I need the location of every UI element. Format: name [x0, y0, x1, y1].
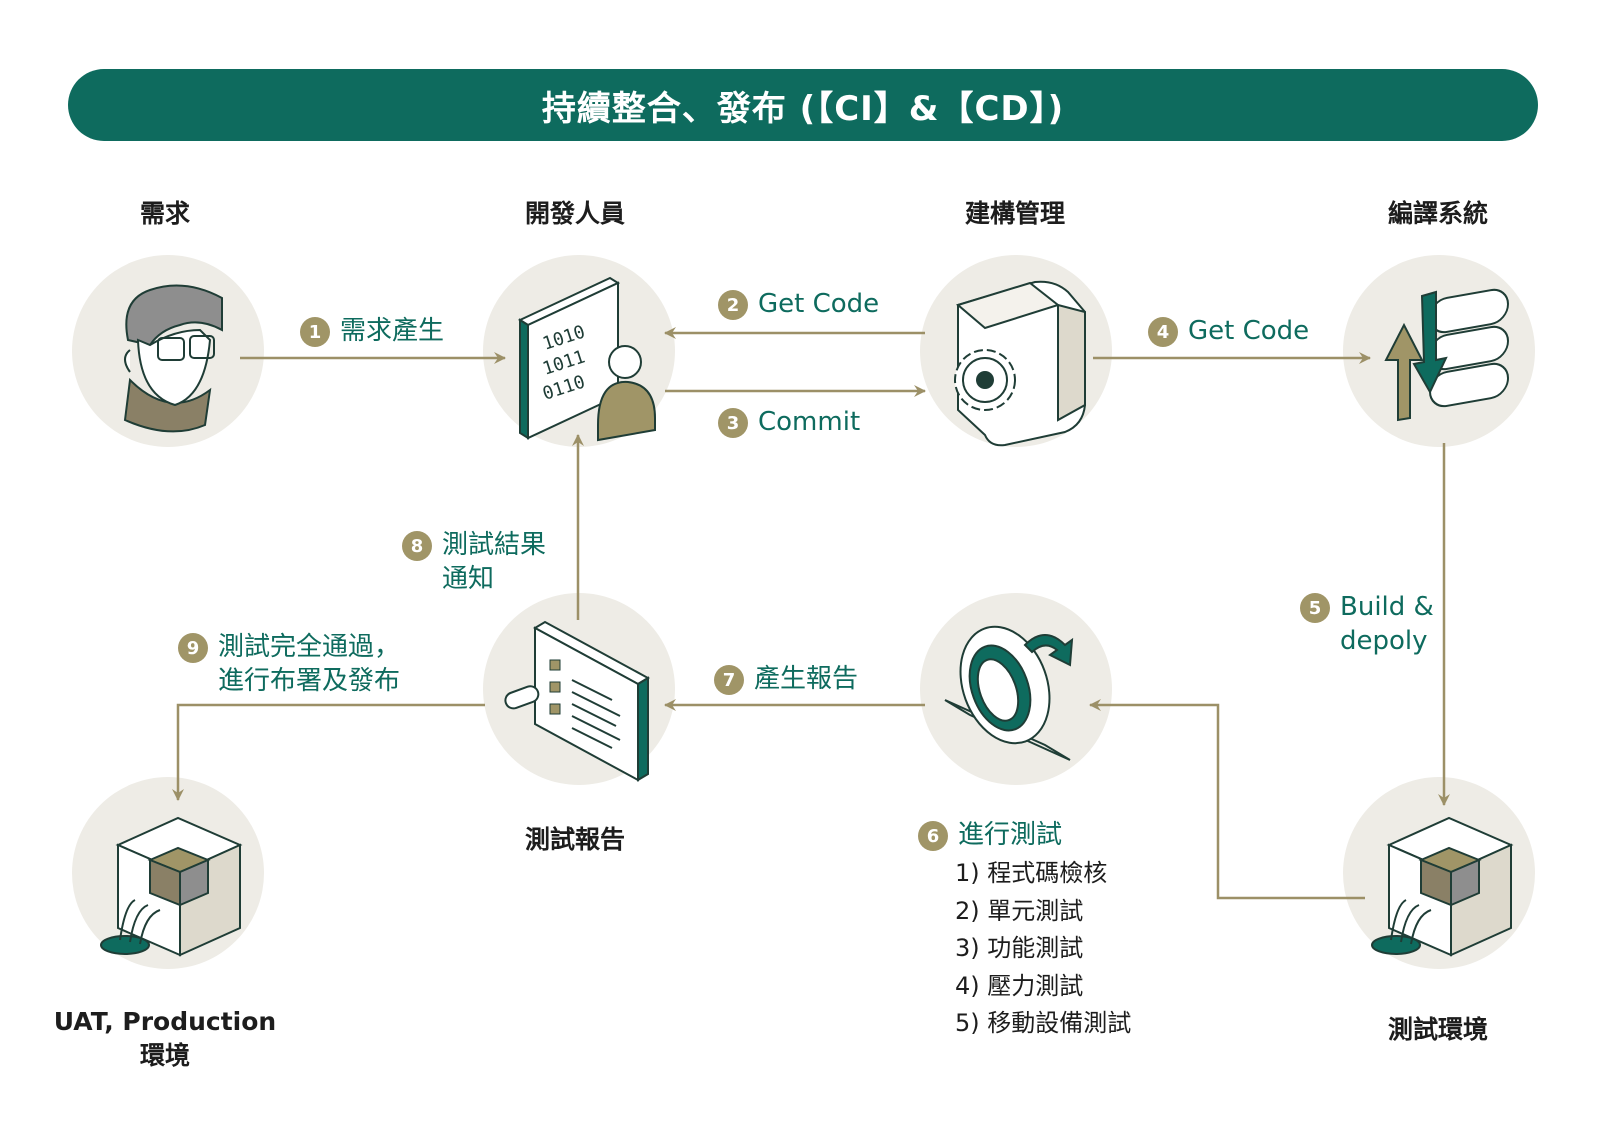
step-2-number: 2	[718, 290, 748, 320]
step-5-label: Build & depoly	[1340, 592, 1434, 656]
arrow-testenv-to-tests	[1089, 699, 1365, 900]
arrow-report-to-uat	[172, 703, 485, 801]
test-items-list: 1) 程式碼檢核 2) 單元測試 3) 功能測試 4) 壓力測試 5) 移動設備…	[955, 855, 1131, 1043]
step-1-number: 1	[300, 317, 330, 347]
step-7: 7 產生報告	[714, 662, 858, 696]
heading-build-management: 建構管理	[964, 199, 1065, 228]
step-4-label: Get Code	[1188, 316, 1310, 346]
step-2-label: Get Code	[758, 289, 880, 319]
step-8: 8 測試結果 通知	[402, 528, 546, 596]
step-7-label: 產生報告	[754, 664, 859, 694]
server-box-icon-test-env	[1371, 816, 1514, 957]
server-box-icon-uat	[100, 816, 243, 957]
test-item: 2) 單元測試	[955, 896, 1084, 925]
step-7-number: 7	[714, 665, 744, 695]
title-banner: 持續整合、發布 (【CI】&【CD】)	[68, 69, 1538, 141]
step-8-label: 測試結果 通知	[442, 530, 547, 594]
step-3-label: Commit	[758, 407, 861, 437]
step-1-label: 需求產生	[340, 316, 445, 346]
step-5: 5 Build & depoly	[1300, 590, 1434, 658]
person-icon	[123, 284, 223, 433]
heading-compile-system: 編譯系統	[1387, 199, 1488, 228]
report-page-icon	[504, 620, 651, 782]
step-6: 6 進行測試	[918, 818, 1062, 852]
test-item: 1) 程式碼檢核	[955, 859, 1108, 887]
step-3-number: 3	[718, 408, 748, 438]
step-1: 1 需求產生	[300, 314, 444, 348]
gear-cube-icon	[954, 280, 1086, 447]
heading-developer: 開發人員	[524, 199, 625, 228]
step-6-number: 6	[918, 821, 948, 851]
label-test-environment: 測試環境	[1387, 1015, 1488, 1044]
step-8-number: 8	[402, 531, 432, 561]
step-4-number: 4	[1148, 317, 1178, 347]
step-9: 9 測試完全通過， 進行布署及發布	[178, 630, 400, 698]
step-9-number: 9	[178, 633, 208, 663]
page-title: 持續整合、發布 (【CI】&【CD】)	[541, 88, 1065, 129]
code-board-icon: 1010 1011 0110	[517, 276, 656, 442]
test-item: 5) 移動設備測試	[955, 1009, 1132, 1037]
step-9-label: 測試完全通過， 進行布署及發布	[218, 632, 401, 696]
step-3: 3 Commit	[718, 405, 860, 439]
test-item: 3) 功能測試	[955, 934, 1084, 962]
step-4: 4 Get Code	[1148, 314, 1309, 348]
heading-demand: 需求	[139, 199, 190, 228]
step-2: 2 Get Code	[718, 287, 879, 321]
step-5-number: 5	[1300, 593, 1330, 623]
step-6-label: 進行測試	[958, 820, 1063, 850]
label-uat-production: UAT, Production 環境	[53, 1007, 277, 1070]
test-item: 4) 壓力測試	[955, 971, 1084, 1000]
label-test-report: 測試報告	[524, 825, 625, 854]
compile-stack-icon	[1384, 288, 1509, 422]
rotating-ring-icon	[944, 625, 1074, 761]
